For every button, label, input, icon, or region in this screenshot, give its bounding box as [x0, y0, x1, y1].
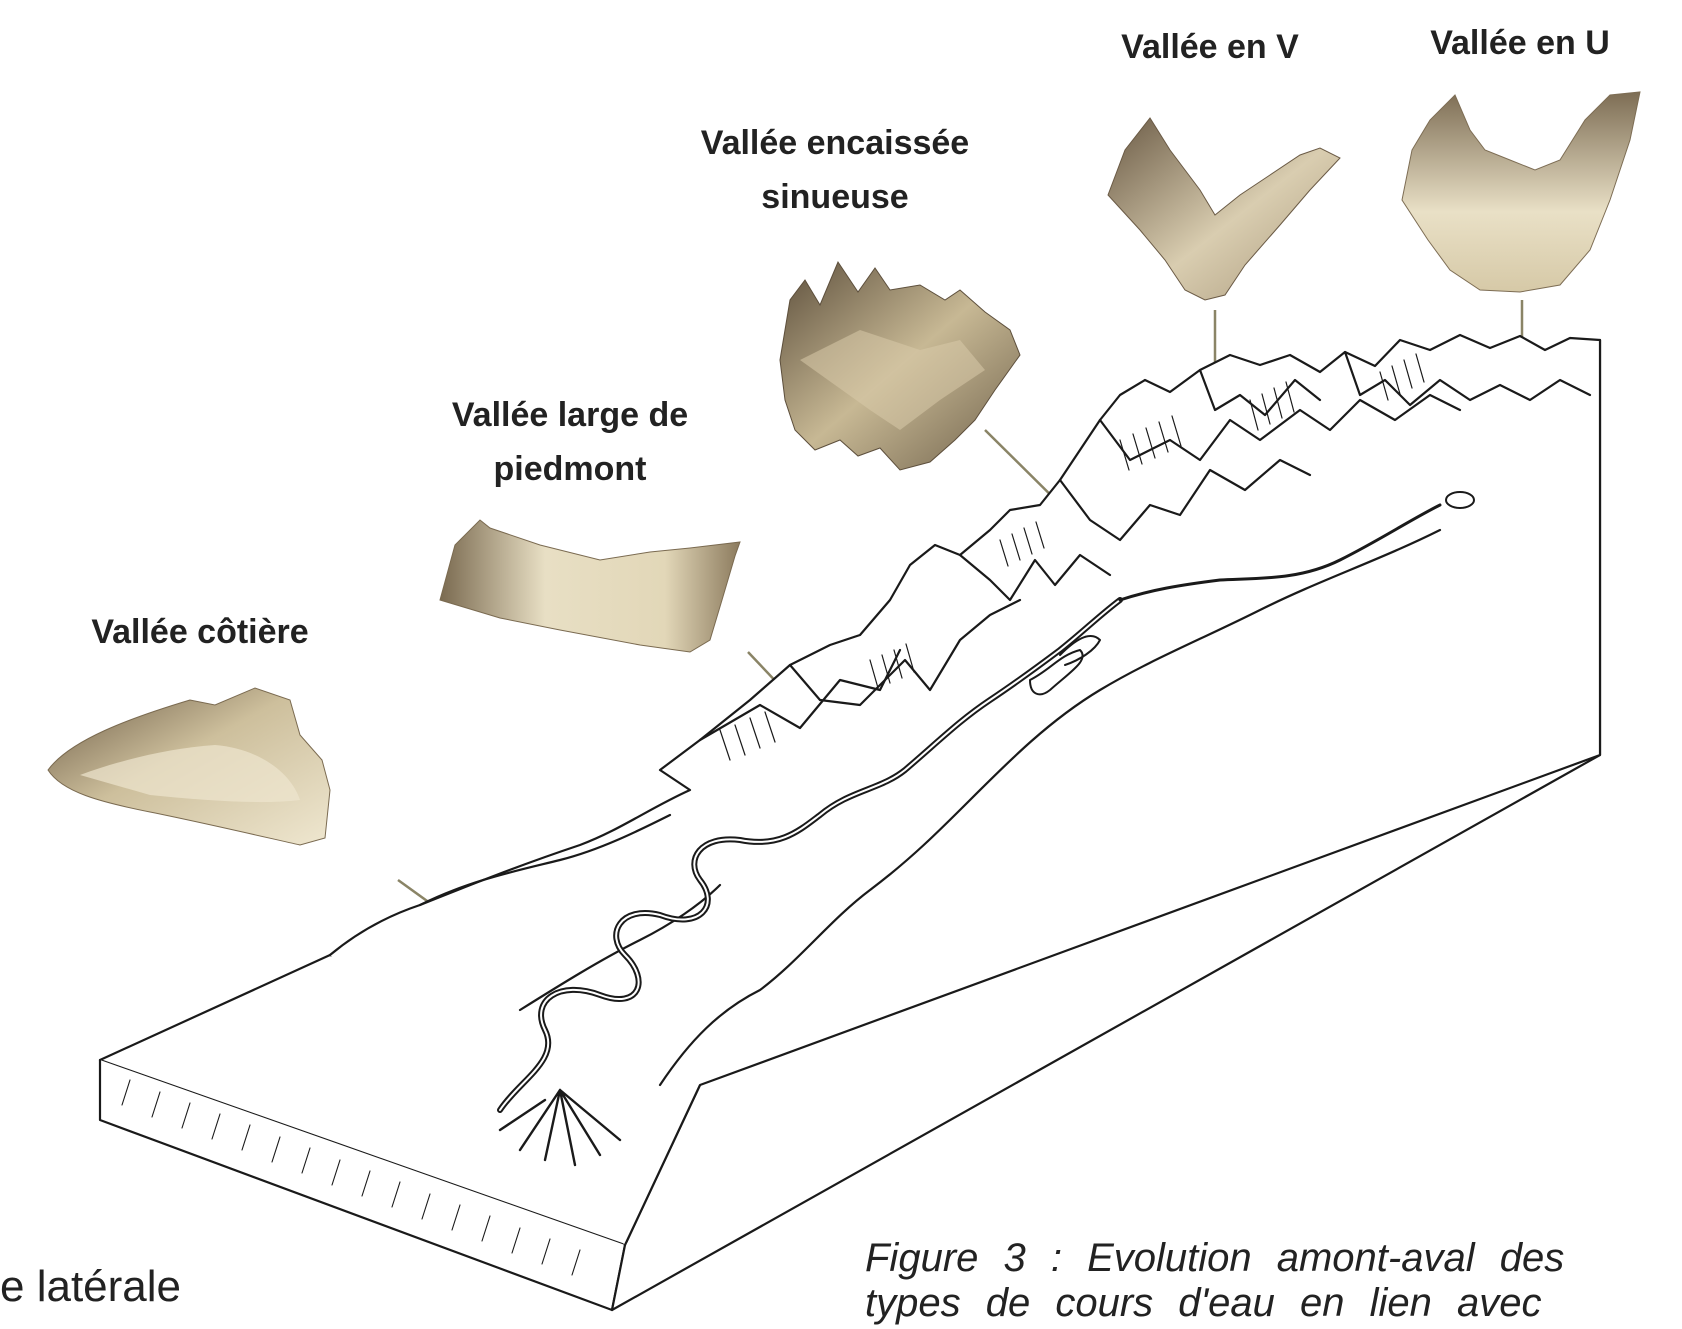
label-piedmont-line2: piedmont	[400, 442, 740, 496]
u-valley-terrain	[1402, 92, 1640, 292]
label-piedmont-valley: Vallée large de piedmont	[400, 388, 740, 496]
v-valley-terrain	[1108, 118, 1340, 300]
label-u-valley: Vallée en U	[1400, 16, 1640, 70]
label-sinuous-valley: Vallée encaissée sinueuse	[665, 116, 1005, 224]
label-sinuous-line2: sinueuse	[665, 170, 1005, 224]
figure-caption-line1: Figure 3 : Evolution amont-aval des	[865, 1236, 1564, 1281]
side-text-fragment: e latérale	[0, 1262, 181, 1312]
coastal-valley-terrain	[48, 688, 330, 845]
sinuous-valley-terrain	[780, 262, 1020, 470]
label-coastal-valley: Vallée côtière	[60, 605, 340, 659]
piedmont-valley-terrain	[440, 520, 740, 652]
figure-caption: Figure 3 : Evolution amont-aval des type…	[865, 1236, 1564, 1326]
label-sinuous-line1: Vallée encaissée	[665, 116, 1005, 170]
figure-caption-line2: types de cours d'eau en lien avec	[865, 1281, 1564, 1326]
label-v-valley: Vallée en V	[1090, 20, 1330, 74]
label-piedmont-line1: Vallée large de	[400, 388, 740, 442]
